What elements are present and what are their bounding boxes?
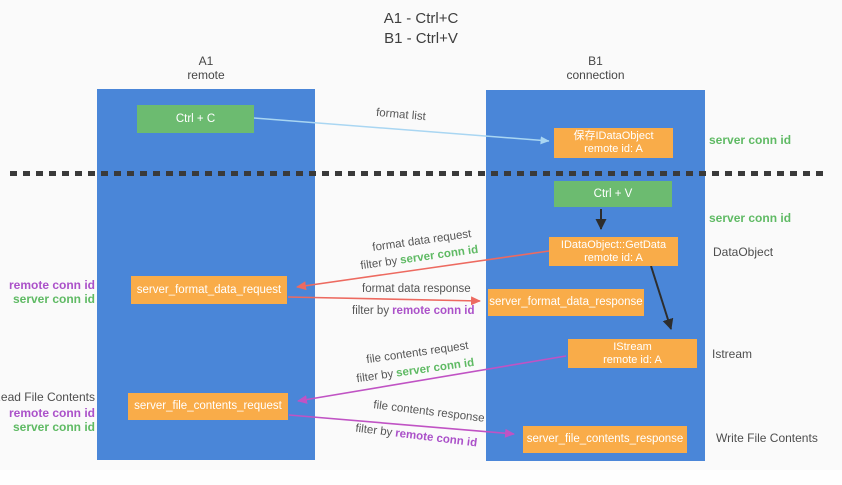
node-getdata-line1: IDataObject::GetData — [560, 238, 667, 251]
filter-by-text: filter by — [355, 368, 395, 386]
node-ctrl-c-label: Ctrl + C — [175, 112, 216, 125]
node-format-request-label: server_format_data_request — [136, 283, 282, 296]
label-format-data-response: format data response — [362, 283, 471, 295]
remote-conn-id-text: remote conn id — [394, 427, 478, 450]
filter-by-text: filter by — [354, 422, 393, 440]
left-conn-id-block-file: Read File Contents remote conn id server… — [0, 390, 95, 434]
label-server-conn-id-top: server conn id — [709, 133, 792, 147]
label-istream: Istream — [712, 347, 753, 361]
node-istream: IStream remote id: A — [568, 339, 697, 368]
right-column-name: B1 — [588, 54, 603, 68]
node-file-request: server_file_contents_request — [128, 393, 288, 420]
label-file-contents-response: file contents response — [372, 399, 486, 425]
right-column-role: connection — [566, 68, 625, 82]
node-istream-line2: remote id: A — [603, 353, 662, 366]
label-format-list: format list — [375, 106, 427, 124]
node-getdata: IDataObject::GetData remote id: A — [549, 237, 678, 266]
server-conn-id-text: server conn id — [12, 292, 95, 306]
label-write-file-contents: Write File Contents — [716, 431, 818, 445]
right-column-header: B1 connection — [486, 54, 705, 82]
arrow-format-data-response — [287, 296, 481, 306]
node-format-response-label: server_format_data_response — [489, 296, 643, 308]
remote-conn-id-text: remote conn id — [8, 406, 95, 420]
left-column-role: remote — [187, 68, 225, 82]
title-line-1: A1 - Ctrl+C — [383, 10, 459, 27]
server-conn-id-text: server conn id — [12, 420, 95, 434]
filter-by-text: filter by — [352, 305, 390, 317]
node-ctrl-v-label: Ctrl + V — [593, 187, 633, 200]
node-ctrl-v: Ctrl + V — [554, 181, 672, 207]
node-ctrl-c: Ctrl + C — [137, 105, 254, 133]
label-dataobject: DataObject — [713, 245, 774, 259]
node-save-idataobject-line1: 保存IDataObject — [573, 130, 654, 142]
left-column-name: A1 — [198, 54, 214, 68]
node-istream-line1: IStream — [613, 340, 652, 353]
filter-by-text: filter by — [359, 255, 399, 273]
node-getdata-line2: remote id: A — [584, 251, 643, 264]
remote-conn-id-text: remote conn id — [8, 278, 95, 292]
label-read-file-contents: Read File Contents — [0, 390, 95, 404]
label-server-conn-id-mid: server conn id — [709, 211, 792, 225]
title-line-2: B1 - Ctrl+V — [384, 30, 458, 47]
node-file-response: server_file_contents_response — [523, 426, 687, 453]
node-file-request-label: server_file_contents_request — [134, 400, 282, 412]
left-column-header: A1 remote — [97, 54, 315, 82]
node-format-request: server_format_data_request — [131, 276, 287, 304]
session-divider-dotted-line — [10, 171, 825, 176]
node-file-response-label: server_file_contents_response — [526, 433, 684, 445]
node-save-idataobject: 保存IDataObject remote id: A — [554, 128, 673, 158]
bottom-band — [0, 470, 842, 485]
left-conn-id-block-format: remote conn id server conn id — [9, 278, 95, 306]
node-save-idataobject-line2: remote id: A — [584, 143, 643, 155]
node-format-response: server_format_data_response — [488, 289, 644, 316]
remote-conn-id-text: remote conn id — [392, 305, 475, 317]
diagram-title: A1 - Ctrl+C B1 - Ctrl+V — [0, 9, 842, 49]
